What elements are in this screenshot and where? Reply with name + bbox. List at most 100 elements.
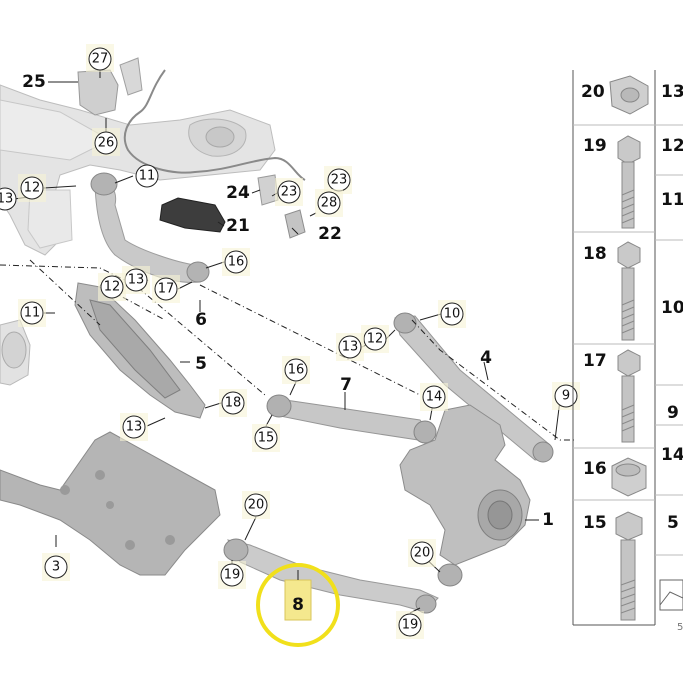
bolt-18-icon <box>617 241 641 341</box>
callout-27: 27 <box>86 44 114 72</box>
table-right-numbers: 13 12 11 10 9 14 5 <box>661 82 683 533</box>
callout-8: 8 <box>292 595 304 615</box>
callouts-circled: 27 26 11 12 13 23 23 28 16 13 12 17 11 1… <box>0 44 580 639</box>
bolt-17-icon <box>617 349 641 443</box>
callout-24: 24 <box>226 183 250 203</box>
table-item-18: 18 <box>583 244 607 264</box>
callout-7: 7 <box>340 375 352 395</box>
footer-code: 5 <box>677 622 683 633</box>
table-item-11: 11 <box>661 190 683 210</box>
table-item-9: 9 <box>667 403 679 423</box>
svg-text:18: 18 <box>225 396 242 411</box>
bolt-19-icon <box>617 135 641 229</box>
svg-text:12: 12 <box>367 332 384 347</box>
table-item-5: 5 <box>667 513 679 533</box>
placeholder-icon <box>659 579 683 611</box>
highlight-ring-8: 8 <box>256 563 340 647</box>
wishbone-4 <box>393 312 554 463</box>
svg-text:20: 20 <box>248 498 265 513</box>
cable-holder-22 <box>284 209 306 239</box>
svg-text:26: 26 <box>98 136 115 151</box>
callout-13a: 13 <box>0 187 17 211</box>
svg-text:19: 19 <box>224 568 241 583</box>
callout-13d: 13 <box>336 333 364 361</box>
bracket-21 <box>159 197 226 233</box>
callout-1: 1 <box>542 510 554 530</box>
callout-21: 21 <box>226 216 250 236</box>
svg-text:13: 13 <box>128 273 145 288</box>
callout-16a: 16 <box>222 248 250 276</box>
callout-22: 22 <box>318 224 342 244</box>
callout-20b: 20 <box>408 539 436 567</box>
callouts-bold: 25 24 21 22 6 5 4 7 1 <box>22 72 554 530</box>
callout-12b: 12 <box>98 273 126 301</box>
svg-text:12: 12 <box>104 280 121 295</box>
svg-text:28: 28 <box>321 196 338 211</box>
callout-11a: 11 <box>135 164 159 188</box>
callout-12a: 12 <box>18 174 46 202</box>
track-rod-7 <box>266 394 437 444</box>
speed-sensor-cable <box>123 69 306 181</box>
callout-20a: 20 <box>242 491 270 519</box>
table-item-15: 15 <box>583 513 607 533</box>
table-item-14: 14 <box>661 445 683 465</box>
svg-text:10: 10 <box>444 307 461 322</box>
callout-9: 9 <box>552 382 580 410</box>
callout-17: 17 <box>152 275 180 303</box>
nut-16-icon <box>611 457 647 497</box>
svg-text:19: 19 <box>402 618 419 633</box>
callout-19b: 19 <box>396 611 424 639</box>
callout-10: 10 <box>438 300 466 328</box>
callout-12c: 12 <box>361 325 389 353</box>
sensor-bracket-25 <box>77 57 143 116</box>
table-left-numbers: 20 19 18 17 16 15 <box>581 82 607 533</box>
callout-16b: 16 <box>282 356 310 384</box>
callout-4: 4 <box>480 348 492 368</box>
svg-text:23: 23 <box>331 173 348 188</box>
svg-text:11: 11 <box>139 169 156 184</box>
svg-text:3: 3 <box>52 560 60 575</box>
svg-text:27: 27 <box>92 52 109 67</box>
svg-text:17: 17 <box>158 282 175 297</box>
callout-26: 26 <box>92 128 120 156</box>
callout-3: 3 <box>42 553 70 581</box>
callout-25: 25 <box>22 72 46 92</box>
callout-6: 6 <box>195 310 207 330</box>
callout-28: 28 <box>315 189 343 217</box>
callout-13c: 13 <box>120 413 148 441</box>
control-arm-5 <box>74 282 206 419</box>
svg-text:9: 9 <box>562 389 570 404</box>
wheel-carrier-1 <box>399 404 531 587</box>
bolt-15-icon <box>615 511 643 621</box>
table-item-17: 17 <box>583 351 607 371</box>
nut-20-icon <box>609 75 649 115</box>
lower-control-arm-8 <box>223 538 439 614</box>
svg-text:20: 20 <box>414 546 431 561</box>
subframe-mount-bushing <box>0 319 31 386</box>
svg-text:16: 16 <box>288 363 305 378</box>
callout-19a: 19 <box>218 561 246 589</box>
svg-text:15: 15 <box>258 431 275 446</box>
svg-text:13: 13 <box>342 340 359 355</box>
callout-18: 18 <box>219 389 247 417</box>
callout-15: 15 <box>252 424 280 452</box>
parts-table: 20 19 18 17 16 15 13 12 11 10 9 14 5 <box>572 70 683 633</box>
upper-wishbone-6 <box>90 172 210 283</box>
svg-text:14: 14 <box>426 390 443 405</box>
svg-text:12: 12 <box>24 181 41 196</box>
table-item-20: 20 <box>581 82 605 102</box>
svg-text:13: 13 <box>0 192 13 207</box>
svg-text:11: 11 <box>24 306 41 321</box>
table-item-19: 19 <box>583 136 607 156</box>
underbody-shield-3 <box>0 431 221 576</box>
callout-11b: 11 <box>18 299 46 327</box>
callout-23b: 23 <box>275 178 303 206</box>
table-item-16: 16 <box>583 459 607 479</box>
callout-14: 14 <box>420 383 448 411</box>
svg-text:13: 13 <box>126 420 143 435</box>
callout-13b: 13 <box>122 266 150 294</box>
svg-text:23: 23 <box>281 185 298 200</box>
table-item-13: 13 <box>661 82 683 102</box>
table-item-12: 12 <box>661 136 683 156</box>
